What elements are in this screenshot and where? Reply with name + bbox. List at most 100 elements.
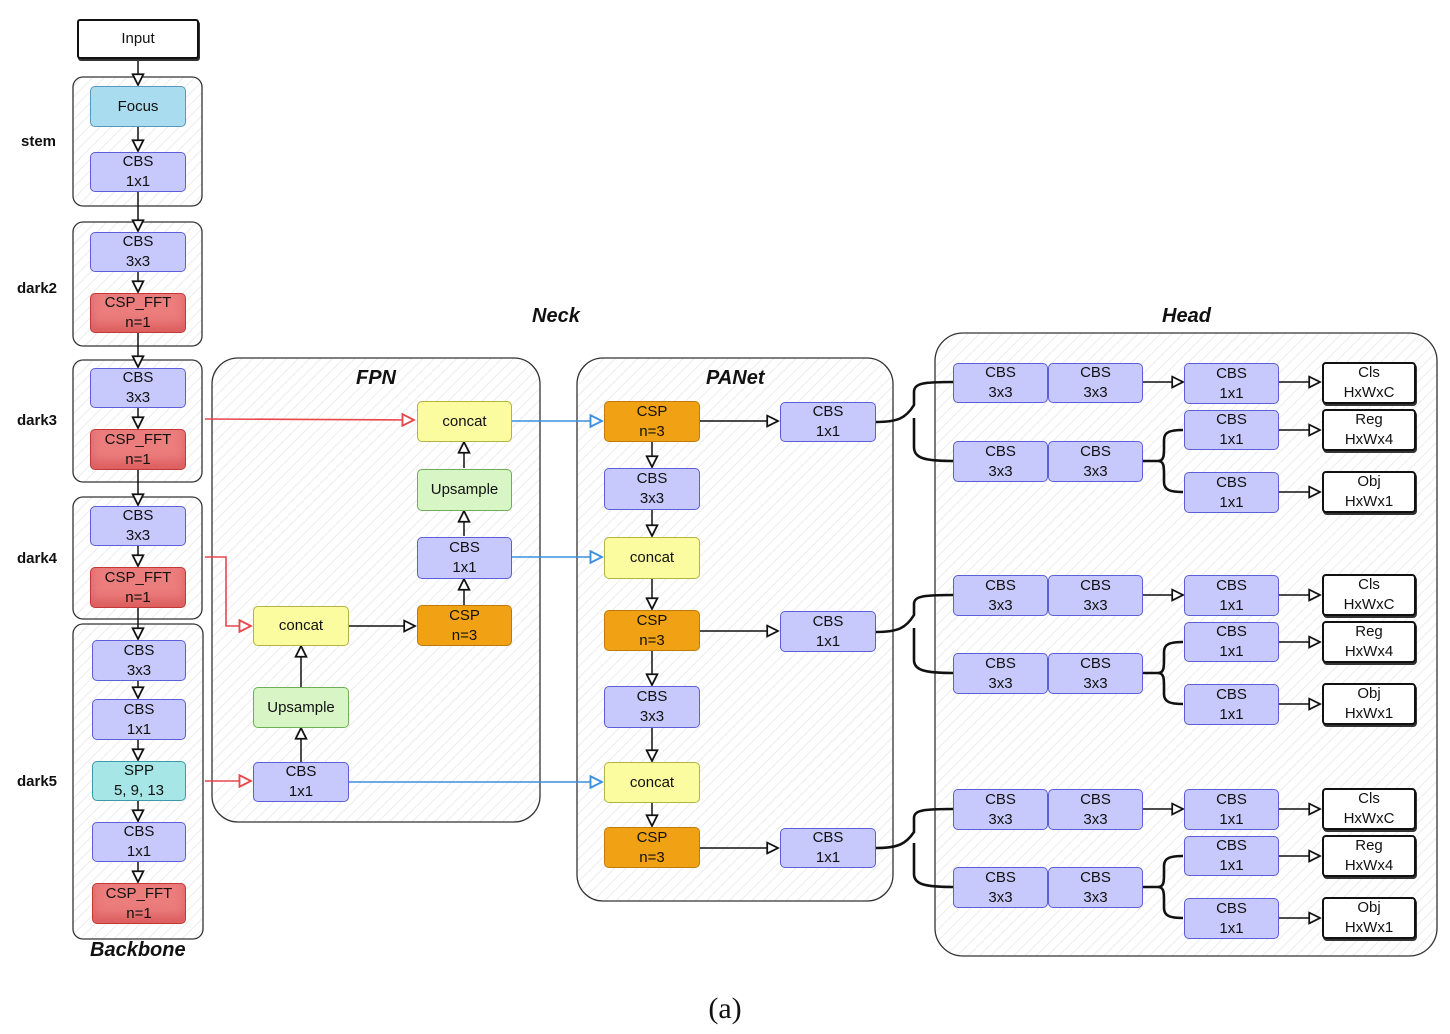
node-label-line: 3x3: [639, 708, 665, 725]
d2-cbs-node: CBS 3x3: [90, 232, 186, 272]
fpn-concat-low-node: concat: [253, 606, 349, 646]
panet-arrows: [652, 421, 778, 848]
node-label-line: 5, 9, 13: [113, 782, 165, 799]
node-label-line: Upsample: [267, 698, 335, 716]
node-label-line: 3x3: [1083, 674, 1108, 692]
h3-b1-node: CBS 3x3: [953, 867, 1048, 908]
node-label-line: 3x3: [1083, 810, 1108, 828]
node-label-line: HxWx4: [1344, 431, 1394, 448]
node-label-line: HxWxC: [1343, 596, 1395, 613]
node-label-line: CSP_FFT: [104, 294, 172, 311]
node-label-line: CBS: [122, 233, 154, 250]
node-label-line: Reg: [1355, 623, 1383, 640]
node-label-line: HxWx4: [1344, 857, 1394, 874]
node-label-line: Cls: [1358, 576, 1380, 593]
node-label-line: CBS: [985, 868, 1016, 886]
node-label-line: n=3: [639, 848, 665, 866]
node-label-line: Obj: [1357, 899, 1381, 916]
node-label-line: CBS: [1080, 364, 1111, 381]
node-label-line: CBS: [123, 700, 155, 718]
node-label-line: n=3: [451, 626, 478, 644]
node-label-line: CBS: [1080, 654, 1111, 672]
node-label-line: 3x3: [125, 253, 151, 270]
node-label-line: CBS: [1216, 837, 1247, 854]
node-label-line: CBS: [1216, 899, 1247, 917]
fpn-arrows: [301, 442, 464, 762]
node-label-line: CBS: [1080, 576, 1111, 594]
stage-label-stem: stem: [21, 133, 57, 150]
head-split-connectors: [1143, 428, 1184, 920]
node-label-line: 1x1: [1219, 643, 1244, 660]
node-label-line: n=3: [639, 631, 665, 649]
node-label-line: CBS: [1080, 442, 1111, 460]
node-label-line: HxWxC: [1343, 384, 1395, 401]
node-label-line: CBS: [1216, 576, 1247, 594]
input-node: Input: [77, 19, 199, 59]
node-label-line: 3x3: [1083, 462, 1108, 480]
node-label-line: CBS: [123, 641, 155, 659]
neck-to-head-connectors: [875, 380, 954, 889]
node-label-line: HxWx4: [1344, 643, 1394, 660]
node-label-line: CBS: [1216, 411, 1247, 428]
figure-caption: (a): [708, 992, 742, 1025]
node-label-line: CBS: [636, 688, 668, 705]
node-label-line: n=1: [126, 904, 152, 922]
node-label-line: SPP: [123, 762, 154, 779]
node-label-line: 1x1: [1219, 596, 1244, 614]
node-label-line: CBS: [812, 403, 844, 420]
node-label-line: CBS: [985, 654, 1016, 672]
node-label-line: CBS: [985, 576, 1016, 594]
node-label-line: 3x3: [639, 490, 665, 507]
node-label-line: 1x1: [815, 632, 841, 650]
node-label-line: CSP_FFT: [104, 568, 172, 586]
node-label-line: concat: [629, 773, 675, 791]
h1-b2-node: CBS 3x3: [1048, 441, 1143, 482]
node-label-line: 3x3: [988, 888, 1013, 906]
h3-a2-node: CBS 3x3: [1048, 789, 1143, 830]
node-label-line: CBS: [285, 763, 317, 780]
node-label-line: 1x1: [126, 843, 152, 860]
node-label-line: 3x3: [988, 384, 1013, 401]
node-label-line: HxWx1: [1344, 705, 1394, 722]
fpn-concat-top-node: concat: [417, 401, 512, 442]
head-title: Head: [1162, 305, 1211, 327]
node-label-line: n=1: [125, 588, 151, 606]
node-label-line: Input: [121, 30, 155, 47]
pan-concat1-node: concat: [604, 537, 700, 579]
node-label-line: CBS: [1080, 790, 1111, 808]
node-label-line: concat: [442, 412, 487, 430]
node-label-line: CBS: [449, 539, 480, 556]
d5-spp-node: SPP 5, 9, 13: [92, 761, 186, 801]
node-label-line: Reg: [1355, 837, 1383, 854]
node-label-line: CBS: [1216, 473, 1247, 491]
